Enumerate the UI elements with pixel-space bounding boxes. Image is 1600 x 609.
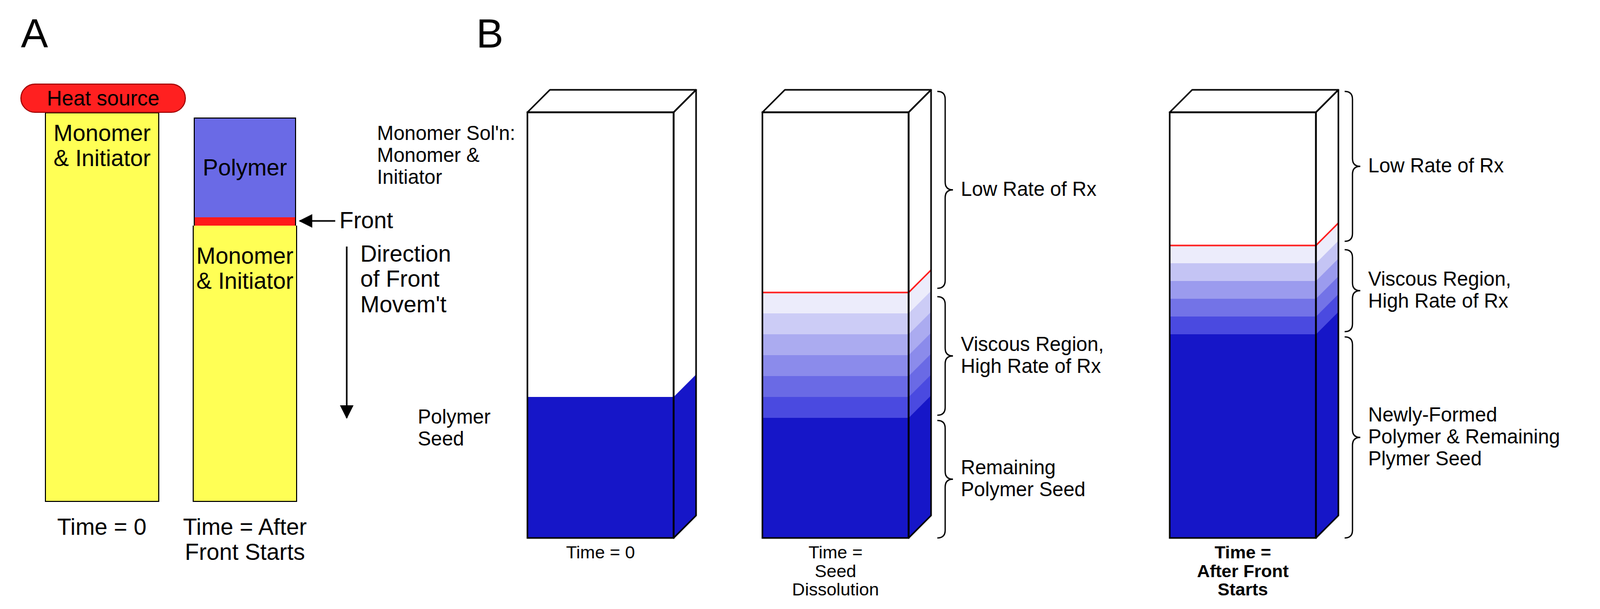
column-outline [527, 112, 674, 538]
polymer-band [762, 334, 909, 356]
column-outline [762, 112, 909, 538]
column-side [908, 89, 932, 538]
column-side [673, 89, 697, 538]
polymer-band [762, 313, 909, 335]
polymer-band [527, 396, 674, 539]
node-text: Heat source [46, 86, 160, 110]
polymer-band [762, 417, 909, 539]
column-outline [527, 89, 697, 113]
time-caption: Time = Seed Dissolution [785, 543, 886, 599]
column-top [762, 89, 932, 113]
panel-letter: A [20, 11, 68, 57]
front-label: Front [339, 207, 418, 233]
monomer-region: Monomer & Initiator [192, 225, 298, 502]
region-label: Viscous Region, High Rate of Rx [1368, 268, 1525, 313]
region-label: Low Rate of Rx [1368, 155, 1567, 178]
time-caption: Time = After Front Starts [1193, 543, 1293, 599]
column-top [527, 89, 697, 113]
polymer-band [762, 355, 909, 377]
polymer-band [1169, 316, 1316, 335]
heat-source-pill: Heat source [20, 83, 186, 113]
curly-bracket [937, 91, 954, 289]
curly-bracket [1344, 336, 1361, 538]
polymer-band [1169, 263, 1316, 282]
column-top [1169, 89, 1339, 113]
node-text: Monomer & Initiator [48, 120, 157, 172]
region-label: Newly-Formed Polymer & Remaining Plymer … [1368, 404, 1567, 470]
reaction-front [1169, 244, 1316, 247]
panel-letter: B [476, 11, 524, 57]
front-band [193, 216, 297, 226]
column-front [762, 112, 909, 538]
polymer-band [1169, 298, 1316, 317]
column-front [527, 112, 674, 538]
column-outline [1315, 89, 1339, 538]
node-text: Monomer & Initiator [195, 243, 295, 294]
solution-label: Monomer Sol'n: Monomer & Initiator [377, 122, 521, 188]
curly-bracket [1344, 91, 1361, 242]
column-outline [1169, 112, 1316, 538]
reaction-front [1315, 222, 1339, 246]
seed-label: Polymer Seed [417, 406, 512, 451]
polymer-band [762, 292, 909, 314]
region-label: Low Rate of Rx [960, 178, 1118, 201]
curly-bracket [937, 420, 954, 538]
polymer-band [673, 374, 697, 539]
polymer-band [1315, 311, 1339, 539]
time-caption: Time = 0 [41, 514, 162, 540]
column-outline [1169, 89, 1339, 113]
time-caption: Time = After Front Starts [182, 514, 308, 566]
region-label: Viscous Region, High Rate of Rx [960, 333, 1118, 378]
front-pointer [299, 220, 336, 222]
time-caption: Time = 0 [550, 543, 651, 562]
polymer-band [762, 375, 909, 398]
column-front [1169, 112, 1316, 538]
region-label: Remaining Polymer Seed [960, 456, 1118, 501]
polymer-band [908, 395, 932, 539]
reaction-front [762, 291, 909, 294]
polymer-band [762, 396, 909, 419]
direction-label: Direction of Front Movem't [360, 241, 465, 317]
node-text: Polymer [202, 155, 287, 181]
polymer-region: Polymer [193, 117, 297, 218]
column-outline [908, 89, 932, 538]
column-outline [673, 89, 697, 538]
curly-bracket [937, 296, 954, 416]
polymer-band [1169, 245, 1316, 264]
column-outline [762, 89, 932, 113]
polymer-band [1169, 334, 1316, 539]
monomer-column: Monomer & Initiator [44, 112, 160, 502]
curly-bracket [1344, 249, 1361, 332]
polymer-band [1169, 280, 1316, 300]
direction-arrow [346, 246, 348, 418]
column-side [1315, 89, 1339, 538]
reaction-front [908, 269, 932, 293]
